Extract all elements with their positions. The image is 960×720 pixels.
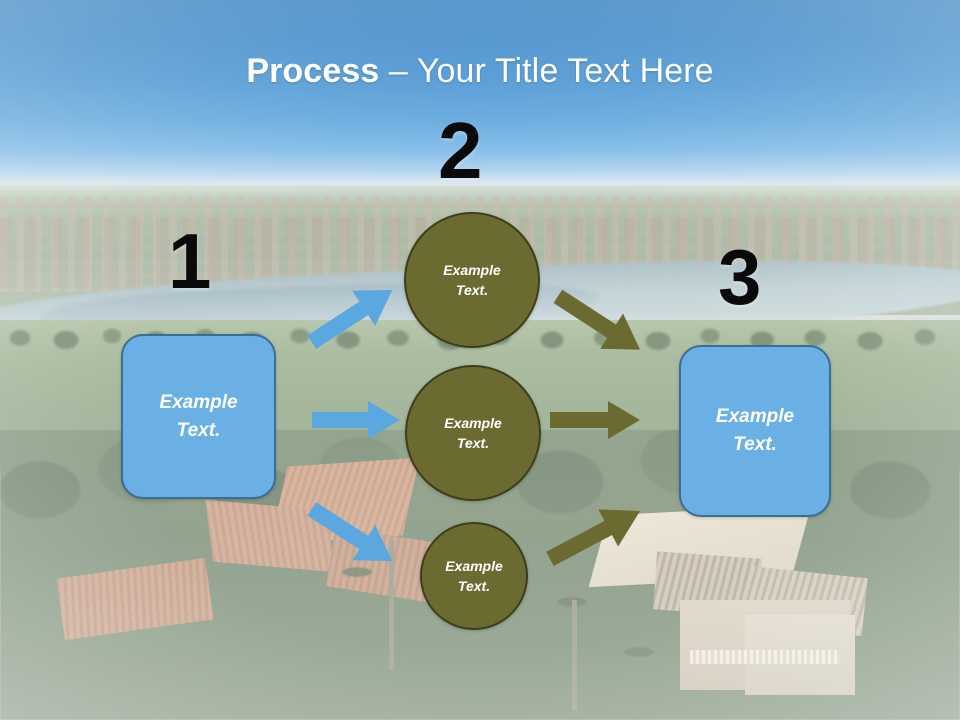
process-circle-middle-line2: Text.	[456, 435, 490, 451]
process-start-box[interactable]: Example Text.	[121, 334, 276, 499]
process-circle-top-line1: Example	[443, 262, 501, 278]
olive-arrow-up-icon	[540, 500, 650, 570]
blue-arrow-down-icon	[300, 500, 404, 570]
process-circle-middle-line1: Example	[444, 415, 502, 431]
process-end-box-line2: Text.	[733, 434, 777, 455]
blue-arrow-up-icon	[300, 282, 404, 350]
blue-arrow-middle-icon	[310, 400, 402, 440]
process-circle-bottom-line1: Example	[445, 558, 503, 574]
process-end-box-line1: Example	[715, 406, 795, 427]
olive-arrow-middle-icon	[548, 400, 642, 440]
process-circle-top-line2: Text.	[455, 282, 489, 298]
process-start-box-line2: Text.	[176, 419, 221, 441]
process-start-box-line1: Example	[159, 391, 238, 413]
process-end-box[interactable]: Example Text.	[679, 345, 831, 517]
process-circle-bottom[interactable]: Example Text.	[420, 522, 528, 630]
process-circle-middle[interactable]: Example Text.	[405, 365, 541, 501]
process-circle-bottom-line2: Text.	[457, 578, 491, 594]
process-circle-top[interactable]: Example Text.	[404, 212, 540, 348]
olive-arrow-down-icon	[546, 288, 652, 358]
